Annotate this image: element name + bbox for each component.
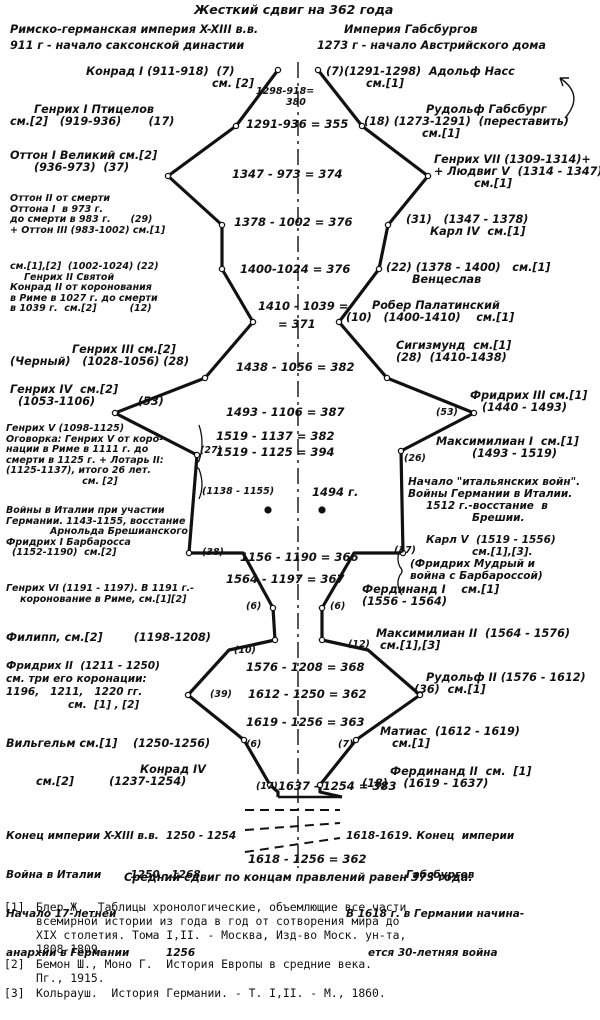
event-dot-right (318, 506, 326, 514)
right-label-rudolf-i: Рудольф Габсбург(18) (1273-1291) (перест… (364, 103, 569, 140)
segment-number: (38) (202, 547, 224, 558)
left-label-henry-v: Генрих V (1098-1125)Оговорка: Генрих V о… (6, 423, 164, 487)
right-label-wenceslaus: (22) (1378 - 1400) см.[1]Венцеслав (386, 261, 551, 286)
right-label-sigismund: Сигизмунд см.[1](28) (1410-1438) (396, 339, 512, 364)
rearrange-arrow (559, 77, 575, 119)
reference-item: [3]Кольрауш. История Германии. - Т. I,II… (4, 986, 386, 1000)
segment-number: (39) (210, 689, 232, 700)
left-label-frederick-ii: Фридрих II (1211 - 1250)см. три его коро… (6, 660, 160, 711)
right-label-rudolf-ii: Рудольф II (1576 - 1612)(36) см.[1] (414, 671, 586, 696)
left-header-line2: 911 г - начало саксонской династии (10, 39, 245, 52)
average-shift-note: Средний сдвиг по концам правлений равен … (124, 871, 473, 884)
segment-number: (12) (348, 639, 370, 650)
segment-number: (10) (234, 645, 256, 656)
right-label-ferdinand-i: Фердинанд I см.[1](1556 - 1564) (362, 583, 500, 608)
center-label: 1438 - 1056 = 382 (236, 360, 355, 374)
center-label: 1156 - 1190 = 366 (240, 550, 359, 564)
center-label: 1298-918= (256, 86, 315, 97)
segment-number: (6) (246, 739, 262, 750)
center-label: 1618 - 1256 = 362 (248, 852, 367, 866)
center-label: (1138 - 1155) (202, 486, 275, 497)
center-label: 380 (286, 97, 306, 108)
center-label: 1494 г. (312, 485, 359, 499)
right-label-matthias: Матиас (1612 - 1619)см.[1] (380, 725, 520, 750)
center-label: 1291-936 = 355 (246, 117, 349, 131)
right-label-maximilian-i: Максимилиан I см.[1](1493 - 1519) (436, 435, 579, 460)
bottom-right-note: 1618-1619. Конец империи Габсбургов В 16… (346, 830, 525, 959)
left-label-henry-iv: Генрих IV см.[2](1053-1106) (53) (10, 383, 164, 408)
center-label: 1619 - 1256 = 363 (246, 715, 365, 729)
center-label: 1378 - 1002 = 376 (234, 215, 353, 229)
reference-item: [1]Блер Ж. Таблицы хронологические, объе… (4, 900, 407, 956)
right-header-line1: Империя Габсбургов (344, 23, 478, 36)
dash-link-2 (244, 822, 341, 831)
bottom-left-note: Конец империи X-XIII в.в. 1250 - 1254 Во… (6, 830, 237, 959)
right-label-frederick-iii: Фридрих III см.[1](1440 - 1493) (470, 389, 588, 414)
center-label: 1564 - 1197 = 367 (226, 572, 345, 586)
center-label: 1637 - 1254 = 383 (278, 779, 397, 793)
segment-number: (27) (200, 445, 222, 456)
center-label: 1519 - 1137 = 382 (216, 429, 335, 443)
event-dot-left (264, 506, 272, 514)
left-vertices (111, 66, 282, 789)
left-label-william: Вильгельм см.[1] (1250-1256) (6, 737, 211, 750)
left-label-henry-vi: Генрих VI (1191 - 1197). В 1191 г.-корон… (6, 583, 194, 605)
center-label: 1576 - 1208 = 368 (246, 660, 365, 674)
right-vertices (314, 66, 478, 789)
right-label-charles-iv: (31) (1347 - 1378)Карл IV см.[1] (406, 213, 529, 238)
segment-number: (6) (330, 601, 346, 612)
center-label: 1410 - 1039 = (258, 299, 349, 313)
segment-number: (53) (436, 407, 458, 418)
chart-title: Жесткий сдвиг на 362 года (194, 2, 394, 17)
references: [1]Блер Ж. Таблицы хронологические, объе… (4, 900, 596, 1001)
center-label: 1493 - 1106 = 387 (226, 405, 345, 419)
center-label: 1612 - 1250 = 362 (248, 687, 367, 701)
chronology-diagram (111, 62, 575, 868)
rearrange-arrowhead (559, 77, 569, 87)
left-label-otto-i: Оттон I Великий см.[2](936-973) (37) (10, 149, 158, 174)
right-label-rupert: Робер Палатинский(10) (1400-1410) см.[1] (346, 299, 515, 324)
right-label-ferdinand-ii: Фердинанд II см. [1](18) (1619 - 1637) (362, 765, 532, 790)
segment-number: (26) (404, 453, 426, 464)
left-label-henry-ii: см.[1],[2] (1002-1024) (22)Генрих II Свя… (10, 261, 159, 314)
segment-number: (37) (394, 545, 416, 556)
henry-v-bracket (195, 424, 203, 500)
right-header-line2: 1273 г - начало Австрийского дома (317, 39, 546, 52)
right-label-italian-wars: Начало "итальянских войн".Войны Германии… (408, 476, 581, 524)
left-label-henry-iii: Генрих III см.[2](Черный) (1028-1056) (2… (10, 343, 190, 368)
right-label-henry-vii: Генрих VII (1309-1314)++ Людвиг V (1314 … (434, 153, 600, 190)
segment-number: (7) (338, 739, 354, 750)
center-label: 1347 - 973 = 374 (232, 167, 343, 181)
left-header-line1: Римско-германская империя X-XIII в.в. (10, 23, 259, 36)
segment-number: (17) (256, 781, 278, 792)
charles-v-bracket (397, 546, 403, 596)
center-label: = 371 (278, 317, 316, 331)
left-label-conrad-i: Конрад I (911-918) (7)см. [2] (86, 65, 254, 90)
segment-number: (6) (246, 601, 262, 612)
center-label: 1400-1024 = 376 (240, 262, 351, 276)
center-label: 1519 - 1125 = 394 (216, 445, 335, 459)
right-label-charles-v: Карл V (1519 - 1556)см.[1],[3].(Фридрих … (410, 534, 556, 582)
left-label-philipp: Филипп, см.[2] (1198-1208) (6, 631, 211, 644)
reference-item: [2]Бемон Ш., Моно Г. История Европы в ср… (4, 957, 373, 985)
right-label-maximilian-ii: Максимилиан II (1564 - 1576)см.[1],[3] (376, 627, 570, 652)
dash-link-3 (244, 837, 341, 853)
